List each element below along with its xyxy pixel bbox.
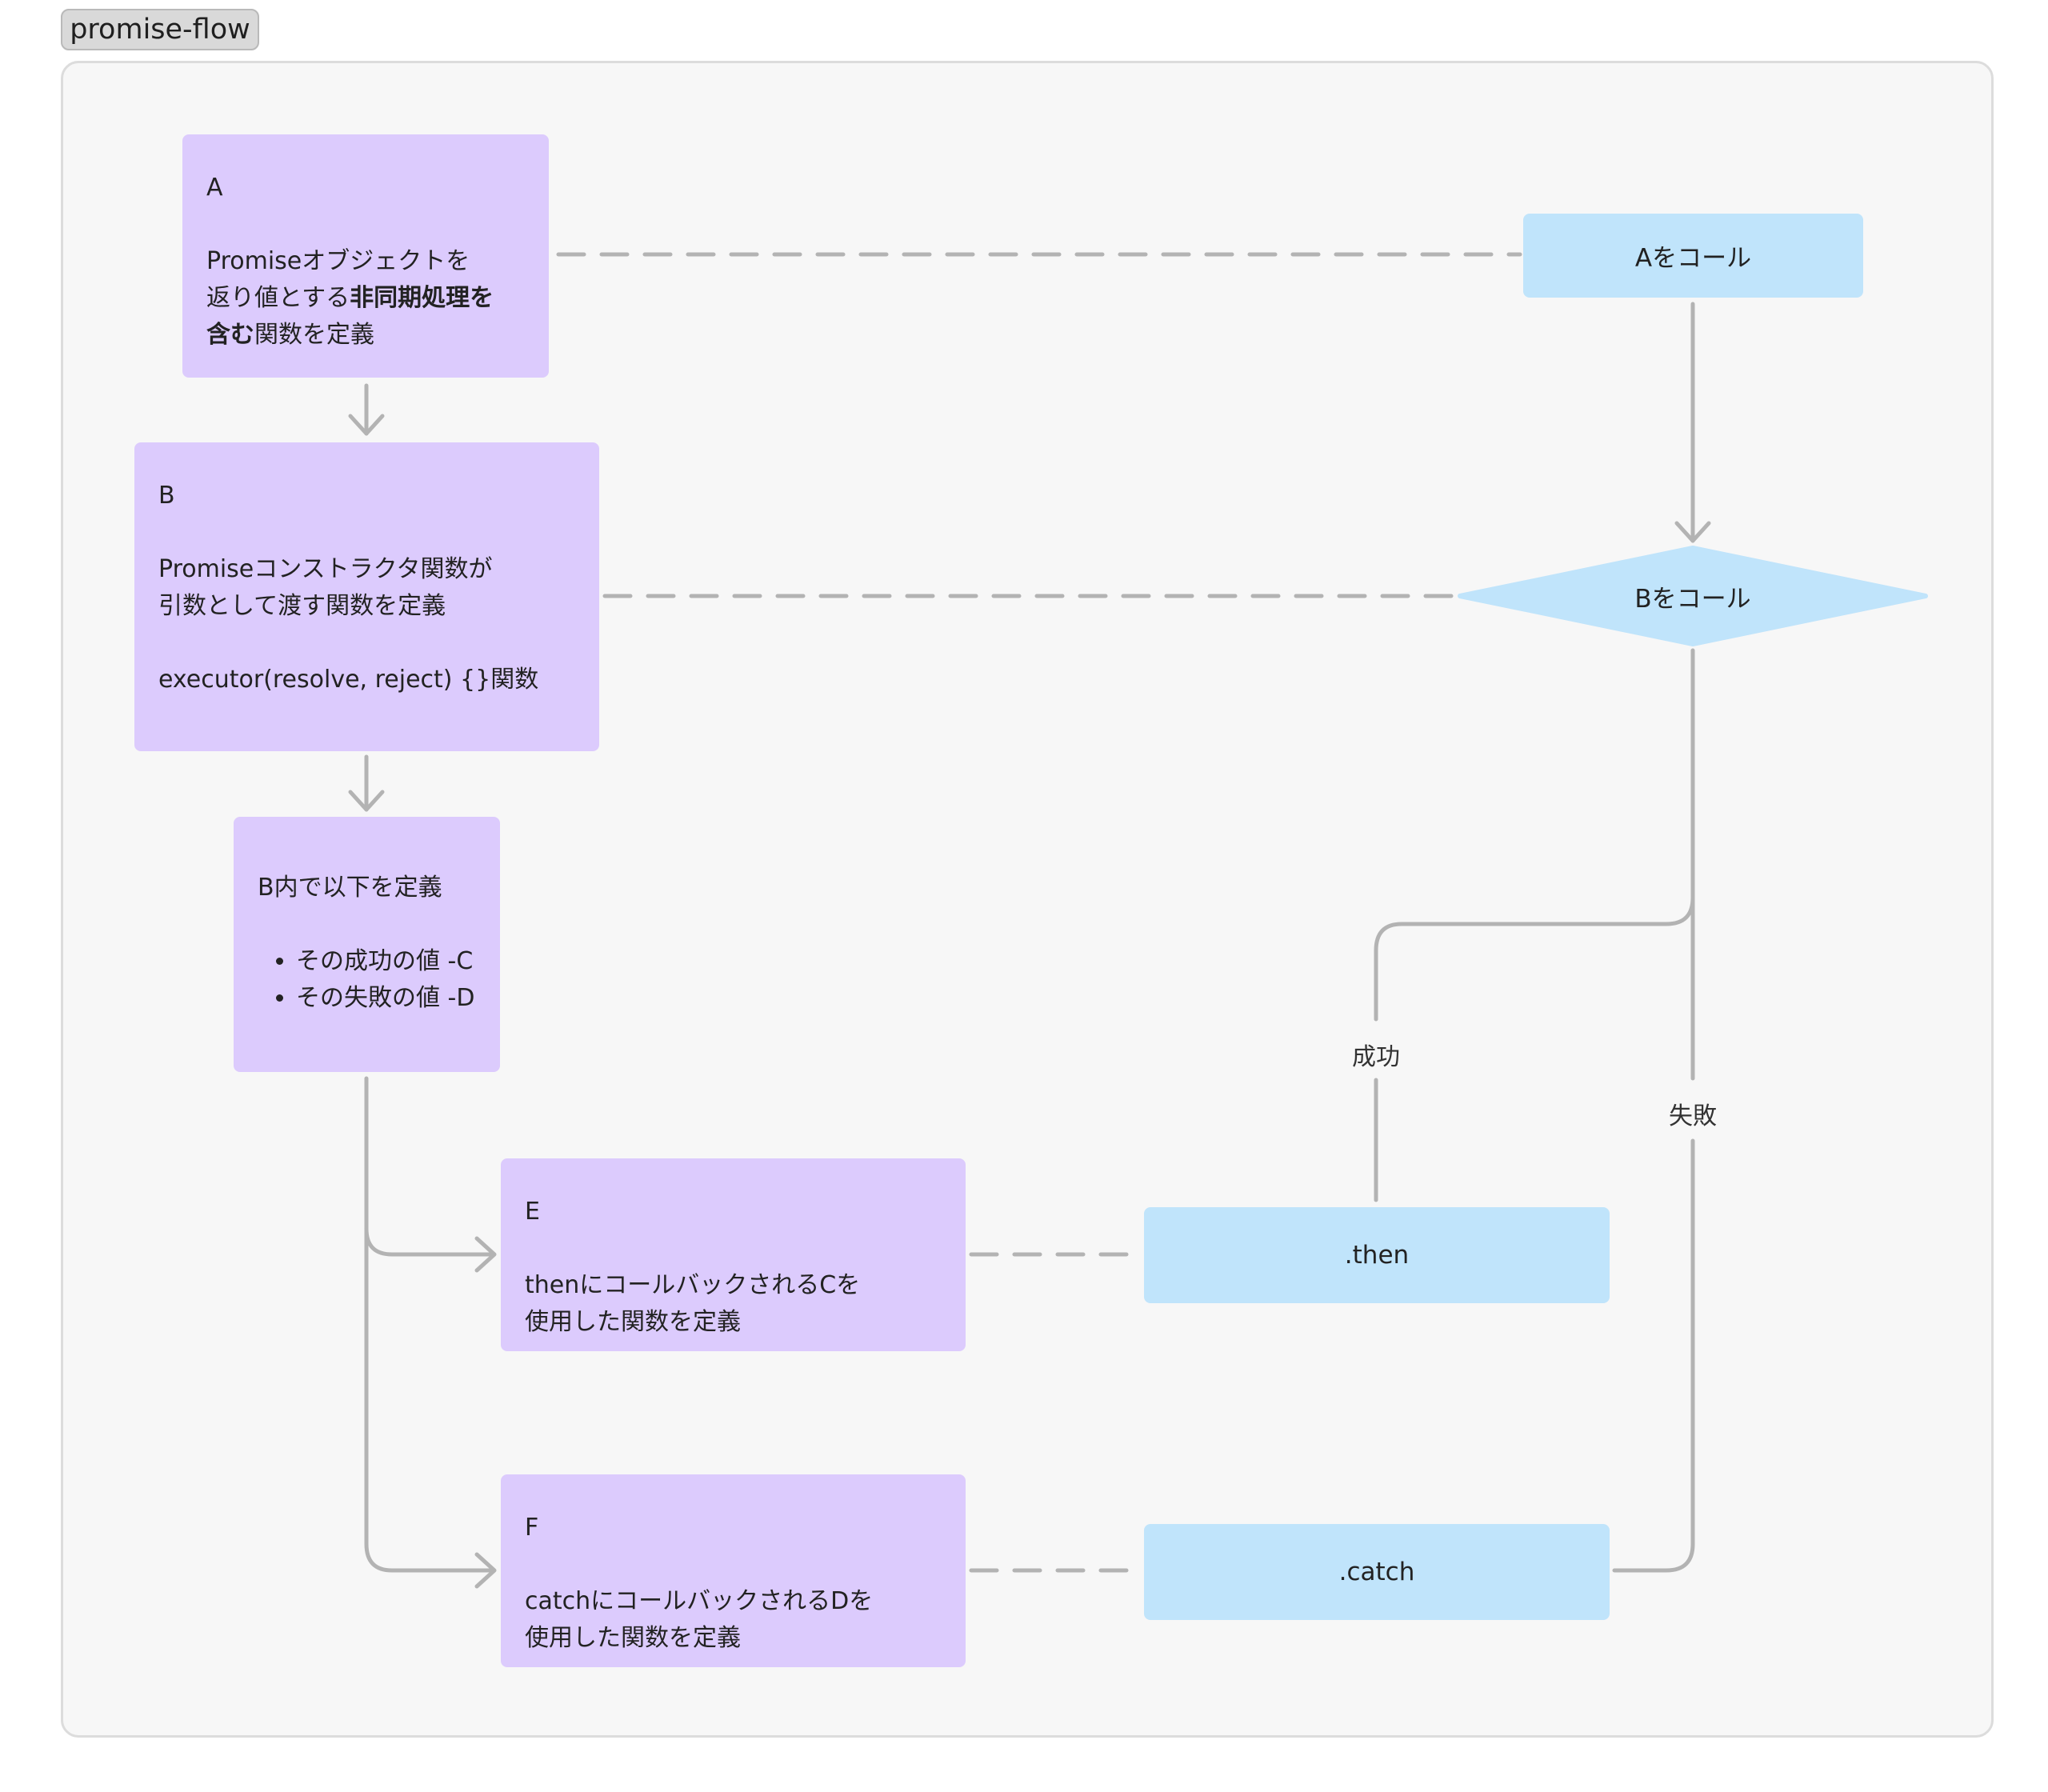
node-call-a[interactable]: Aをコール [1523,214,1863,298]
node-a[interactable]: A Promiseオブジェクトを 返り値とする非同期処理を 含む関数を定義 [182,134,549,378]
node-b-inner-item-success: その成功の値 -C [296,943,476,980]
node-a-text-line2: 返り値とする [206,284,350,312]
arrowhead-call-a-to-call-b [1674,521,1711,543]
node-b-inner-list: その成功の値 -C その失敗の値 -D [258,943,476,1017]
node-call-b-label[interactable]: Bをコール [1634,584,1751,614]
node-e-text-line2: 使用した関数を定義 [525,1308,741,1336]
branch-failure-to-catch [1612,1138,1695,1573]
node-b-text-line1: Promiseコンストラクタ関数が [158,555,493,583]
arrowhead-binner-to-f [474,1552,497,1589]
node-catch[interactable]: .catch [1144,1524,1610,1620]
node-a-id: A [206,174,223,202]
node-b-id: B [158,482,175,510]
arrowhead-a-to-b [348,414,385,436]
node-a-text-line3: 関数を定義 [254,321,374,349]
arrowhead-b-to-binner [348,790,385,812]
node-e-id: E [525,1198,540,1226]
node-b[interactable]: B Promiseコンストラクタ関数が 引数として渡す関数を定義 executo… [134,442,599,751]
node-e-text-line1: thenにコールバックされるCを [525,1271,861,1299]
branch-success [1374,648,1695,1022]
node-f[interactable]: F catchにコールバックされるDを 使用した関数を定義 [501,1474,966,1667]
node-b-inner[interactable]: B内で以下を定義 その成功の値 -C その失敗の値 -D [234,817,500,1072]
node-a-text-line3-bold: 含む [206,321,254,349]
node-then[interactable]: .then [1144,1207,1610,1303]
edge-label-failure: 失敗 [1661,1093,1725,1134]
call-b-diamond [1458,546,1928,646]
edge-label-success: 成功 [1344,1034,1408,1075]
frame-title-tab[interactable]: promise-flow [61,9,259,50]
node-f-text-line1: catchにコールバックされるDを [525,1587,874,1615]
node-a-text-line2-bold: 非同期処理を [350,284,494,312]
node-b-inner-heading: B内で以下を定義 [258,874,442,902]
arrowhead-binner-to-e [474,1236,497,1273]
node-b-inner-item-failure: その失敗の値 -D [296,980,476,1017]
node-f-id: F [525,1514,539,1542]
node-e[interactable]: E thenにコールバックされるCを 使用した関数を定義 [501,1158,966,1351]
arrow-binner-to-f [364,1226,495,1573]
node-b-text-line2: 引数として渡す関数を定義 [158,592,446,620]
node-b-text-line3: executor(resolve, reject) {}関数 [158,666,539,694]
node-a-text-line1: Promiseオブジェクトを [206,247,470,275]
arrow-binner-to-e [364,1076,495,1257]
node-f-text-line2: 使用した関数を定義 [525,1624,741,1652]
